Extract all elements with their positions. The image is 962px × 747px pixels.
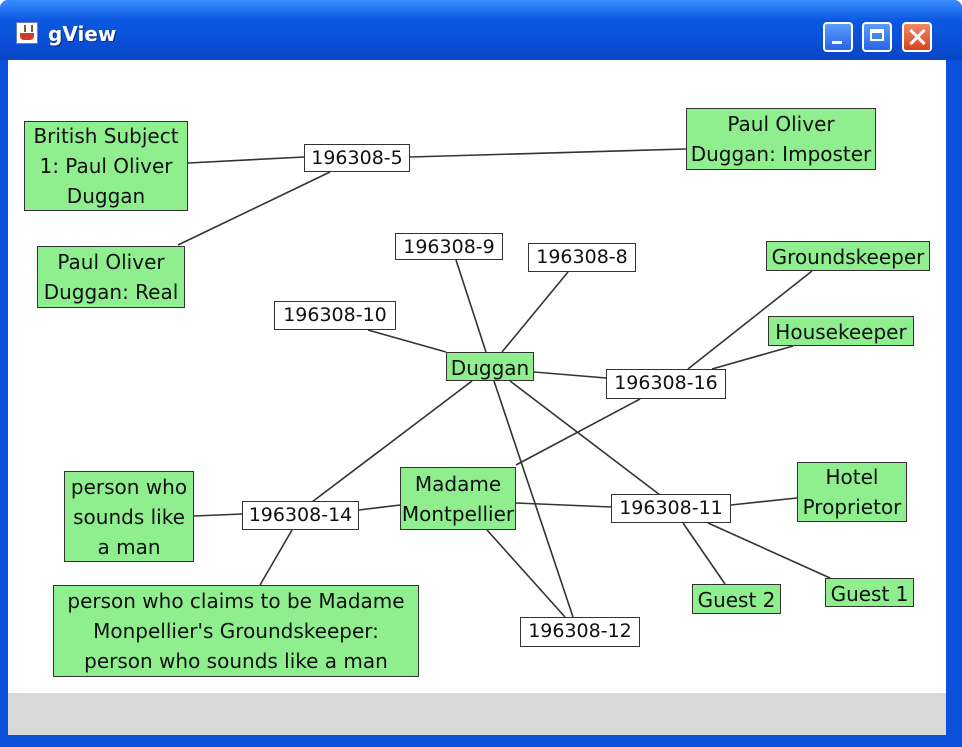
edge-ev5-imposter <box>409 148 687 158</box>
edge-ev10-duggan <box>367 329 447 353</box>
edge-madame-ev12 <box>486 529 566 618</box>
minimize-button[interactable] <box>823 22 853 52</box>
node-event-196308-5[interactable]: 196308-5 <box>304 144 410 172</box>
edge-duggan-ev16 <box>533 371 607 379</box>
title-bar[interactable]: gView <box>0 0 962 60</box>
node-paul-oliver-duggan-real[interactable]: Paul Oliver Duggan: Real <box>37 246 185 308</box>
edge-house-ev16 <box>711 345 794 370</box>
edge-british-ev5 <box>187 156 305 164</box>
edge-ev11-hotel <box>730 497 798 506</box>
node-event-196308-16[interactable]: 196308-16 <box>606 369 726 399</box>
edge-duggan-ev11 <box>509 380 661 496</box>
window-title: gView <box>48 22 117 46</box>
edge-ev14-madame <box>358 504 401 511</box>
node-event-196308-10[interactable]: 196308-10 <box>274 301 396 330</box>
node-event-196308-12[interactable]: 196308-12 <box>520 617 640 647</box>
node-paul-oliver-duggan-imposter[interactable]: Paul Oliver Duggan: Imposter <box>686 108 876 170</box>
node-groundskeeper[interactable]: Groundskeeper <box>766 241 930 271</box>
node-event-196308-14[interactable]: 196308-14 <box>242 501 359 530</box>
edge-ev14-claims <box>259 529 293 586</box>
node-person-who-sounds-like-a-man[interactable]: person who sounds like a man <box>64 471 194 562</box>
node-guest-2[interactable]: Guest 2 <box>692 584 781 614</box>
node-british-subject[interactable]: British Subject 1: Paul Oliver Duggan <box>24 121 188 211</box>
close-button[interactable] <box>902 22 932 52</box>
node-duggan[interactable]: Duggan <box>446 352 534 381</box>
maximize-button[interactable] <box>862 22 892 52</box>
node-guest-1[interactable]: Guest 1 <box>825 578 914 607</box>
node-madame-montpellier[interactable]: Madame Montpellier <box>400 467 516 530</box>
edge-ev11-guest1 <box>707 522 831 579</box>
status-bar <box>8 693 946 735</box>
node-event-196308-11[interactable]: 196308-11 <box>611 494 731 523</box>
edge-madame-ev11 <box>515 502 612 508</box>
edge-grounds-ev16 <box>687 270 813 370</box>
node-hotel-proprietor[interactable]: Hotel Proprietor <box>797 462 907 522</box>
node-event-196308-9[interactable]: 196308-9 <box>395 233 503 260</box>
java-app-icon[interactable] <box>16 22 38 44</box>
edge-ev8-duggan <box>501 271 569 353</box>
edge-ev9-duggan <box>455 259 487 353</box>
edge-ev5-real <box>177 171 331 246</box>
node-person-who-claims-groundskeeper[interactable]: person who claims to be Madame Monpellie… <box>53 585 419 677</box>
node-event-196308-8[interactable]: 196308-8 <box>528 243 636 272</box>
edge-ev11-guest2 <box>682 522 726 585</box>
edge-duggan-ev12 <box>493 380 574 618</box>
edge-sounds-ev14 <box>193 513 243 517</box>
node-housekeeper[interactable]: Housekeeper <box>768 316 914 346</box>
edge-duggan-ev14 <box>311 380 473 503</box>
